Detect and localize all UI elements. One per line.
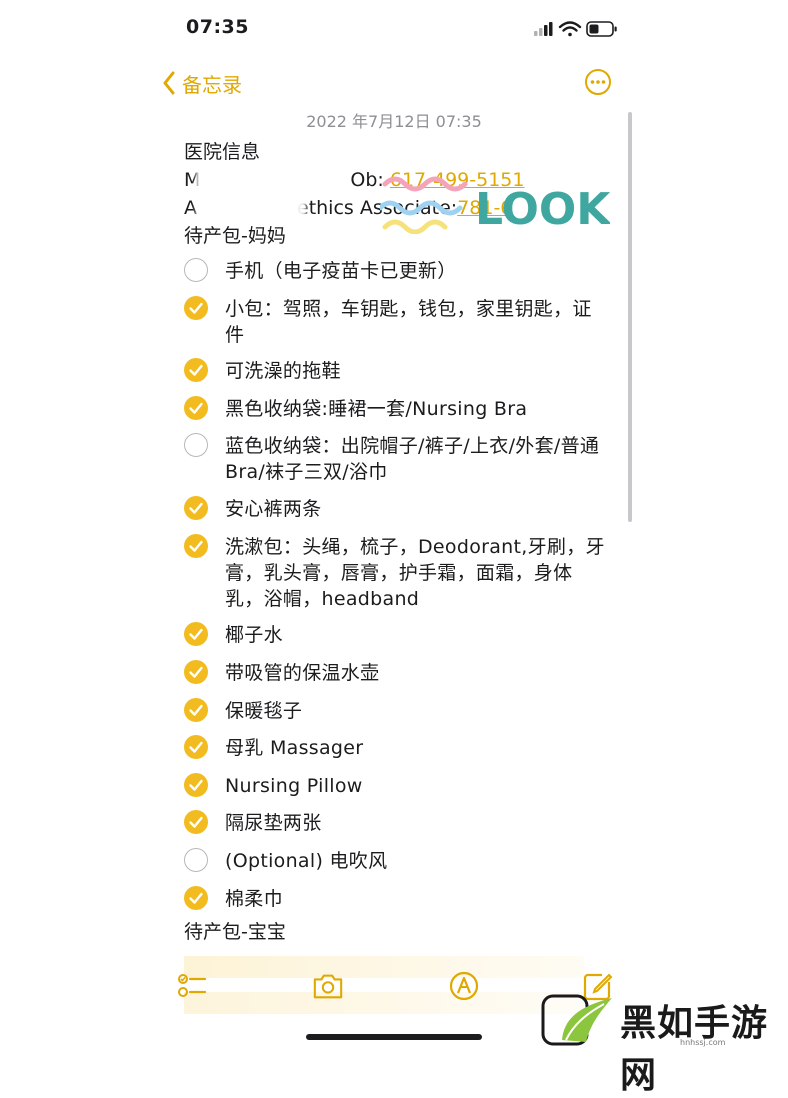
- checkmark-icon[interactable]: [184, 735, 208, 759]
- checkbox-icon[interactable]: [184, 258, 208, 282]
- back-button[interactable]: 备忘录: [162, 66, 242, 100]
- checkmark-icon[interactable]: [184, 886, 208, 910]
- phone-link-2[interactable]: 781-6: [457, 197, 513, 219]
- back-label: 备忘录: [182, 72, 242, 97]
- compose-icon[interactable]: [582, 970, 614, 1002]
- checkmark-icon[interactable]: [184, 698, 208, 722]
- home-indicator[interactable]: [306, 1034, 482, 1040]
- redaction-blur: [196, 166, 346, 192]
- back-chevron-icon: [163, 71, 175, 95]
- checkmark-icon[interactable]: [184, 534, 208, 558]
- checkmark-icon[interactable]: [184, 810, 208, 834]
- section-title-mom: 待产包-妈妈: [184, 225, 286, 247]
- wifi-icon: [558, 21, 582, 37]
- bottom-toolbar: [0, 960, 788, 1010]
- checklist: 手机（电子疫苗卡已更新） 小包：驾照，车钥匙，钱包，家里钥匙，证件 可洗澡的拖鞋…: [184, 250, 624, 930]
- markup-icon[interactable]: [448, 970, 480, 1002]
- status-icons: [534, 21, 617, 37]
- camera-icon[interactable]: [312, 970, 344, 1002]
- section-title-baby: 待产包-宝宝: [184, 921, 286, 943]
- checkmark-icon[interactable]: [184, 358, 208, 382]
- status-bar: 07:35: [0, 0, 788, 56]
- checkbox-icon[interactable]: [184, 848, 208, 872]
- checkmark-icon[interactable]: [184, 622, 208, 646]
- battery-icon: [586, 21, 617, 37]
- faded-content: [184, 992, 584, 1014]
- checkbox-icon[interactable]: [184, 433, 208, 457]
- signal-icon: [534, 22, 553, 36]
- note-date: 2022 年7月12日 07:35: [306, 112, 482, 131]
- svg-text:LOOK: LOOK: [475, 184, 610, 234]
- watermark-logo-icon: [541, 994, 612, 1046]
- watermark-url: hnhssj.com: [680, 1038, 726, 1047]
- checkmark-icon[interactable]: [184, 496, 208, 520]
- checkmark-icon[interactable]: [184, 396, 208, 420]
- watermark: 黑如手游网 hnhssj.com: [540, 988, 788, 1096]
- redaction-blur: [196, 195, 306, 221]
- scrollbar[interactable]: [628, 112, 632, 522]
- look-sticker: LOOK: [380, 176, 610, 234]
- checklist-icon[interactable]: [176, 970, 208, 1002]
- nav-bar: 备忘录: [0, 60, 788, 106]
- checkmark-icon[interactable]: [184, 660, 208, 684]
- faded-content: [184, 956, 584, 978]
- note-heading: 医院信息: [184, 141, 261, 163]
- more-icon[interactable]: [584, 68, 612, 96]
- checkmark-icon[interactable]: [184, 773, 208, 797]
- status-time: 07:35: [186, 16, 249, 38]
- checkmark-icon[interactable]: [184, 296, 208, 320]
